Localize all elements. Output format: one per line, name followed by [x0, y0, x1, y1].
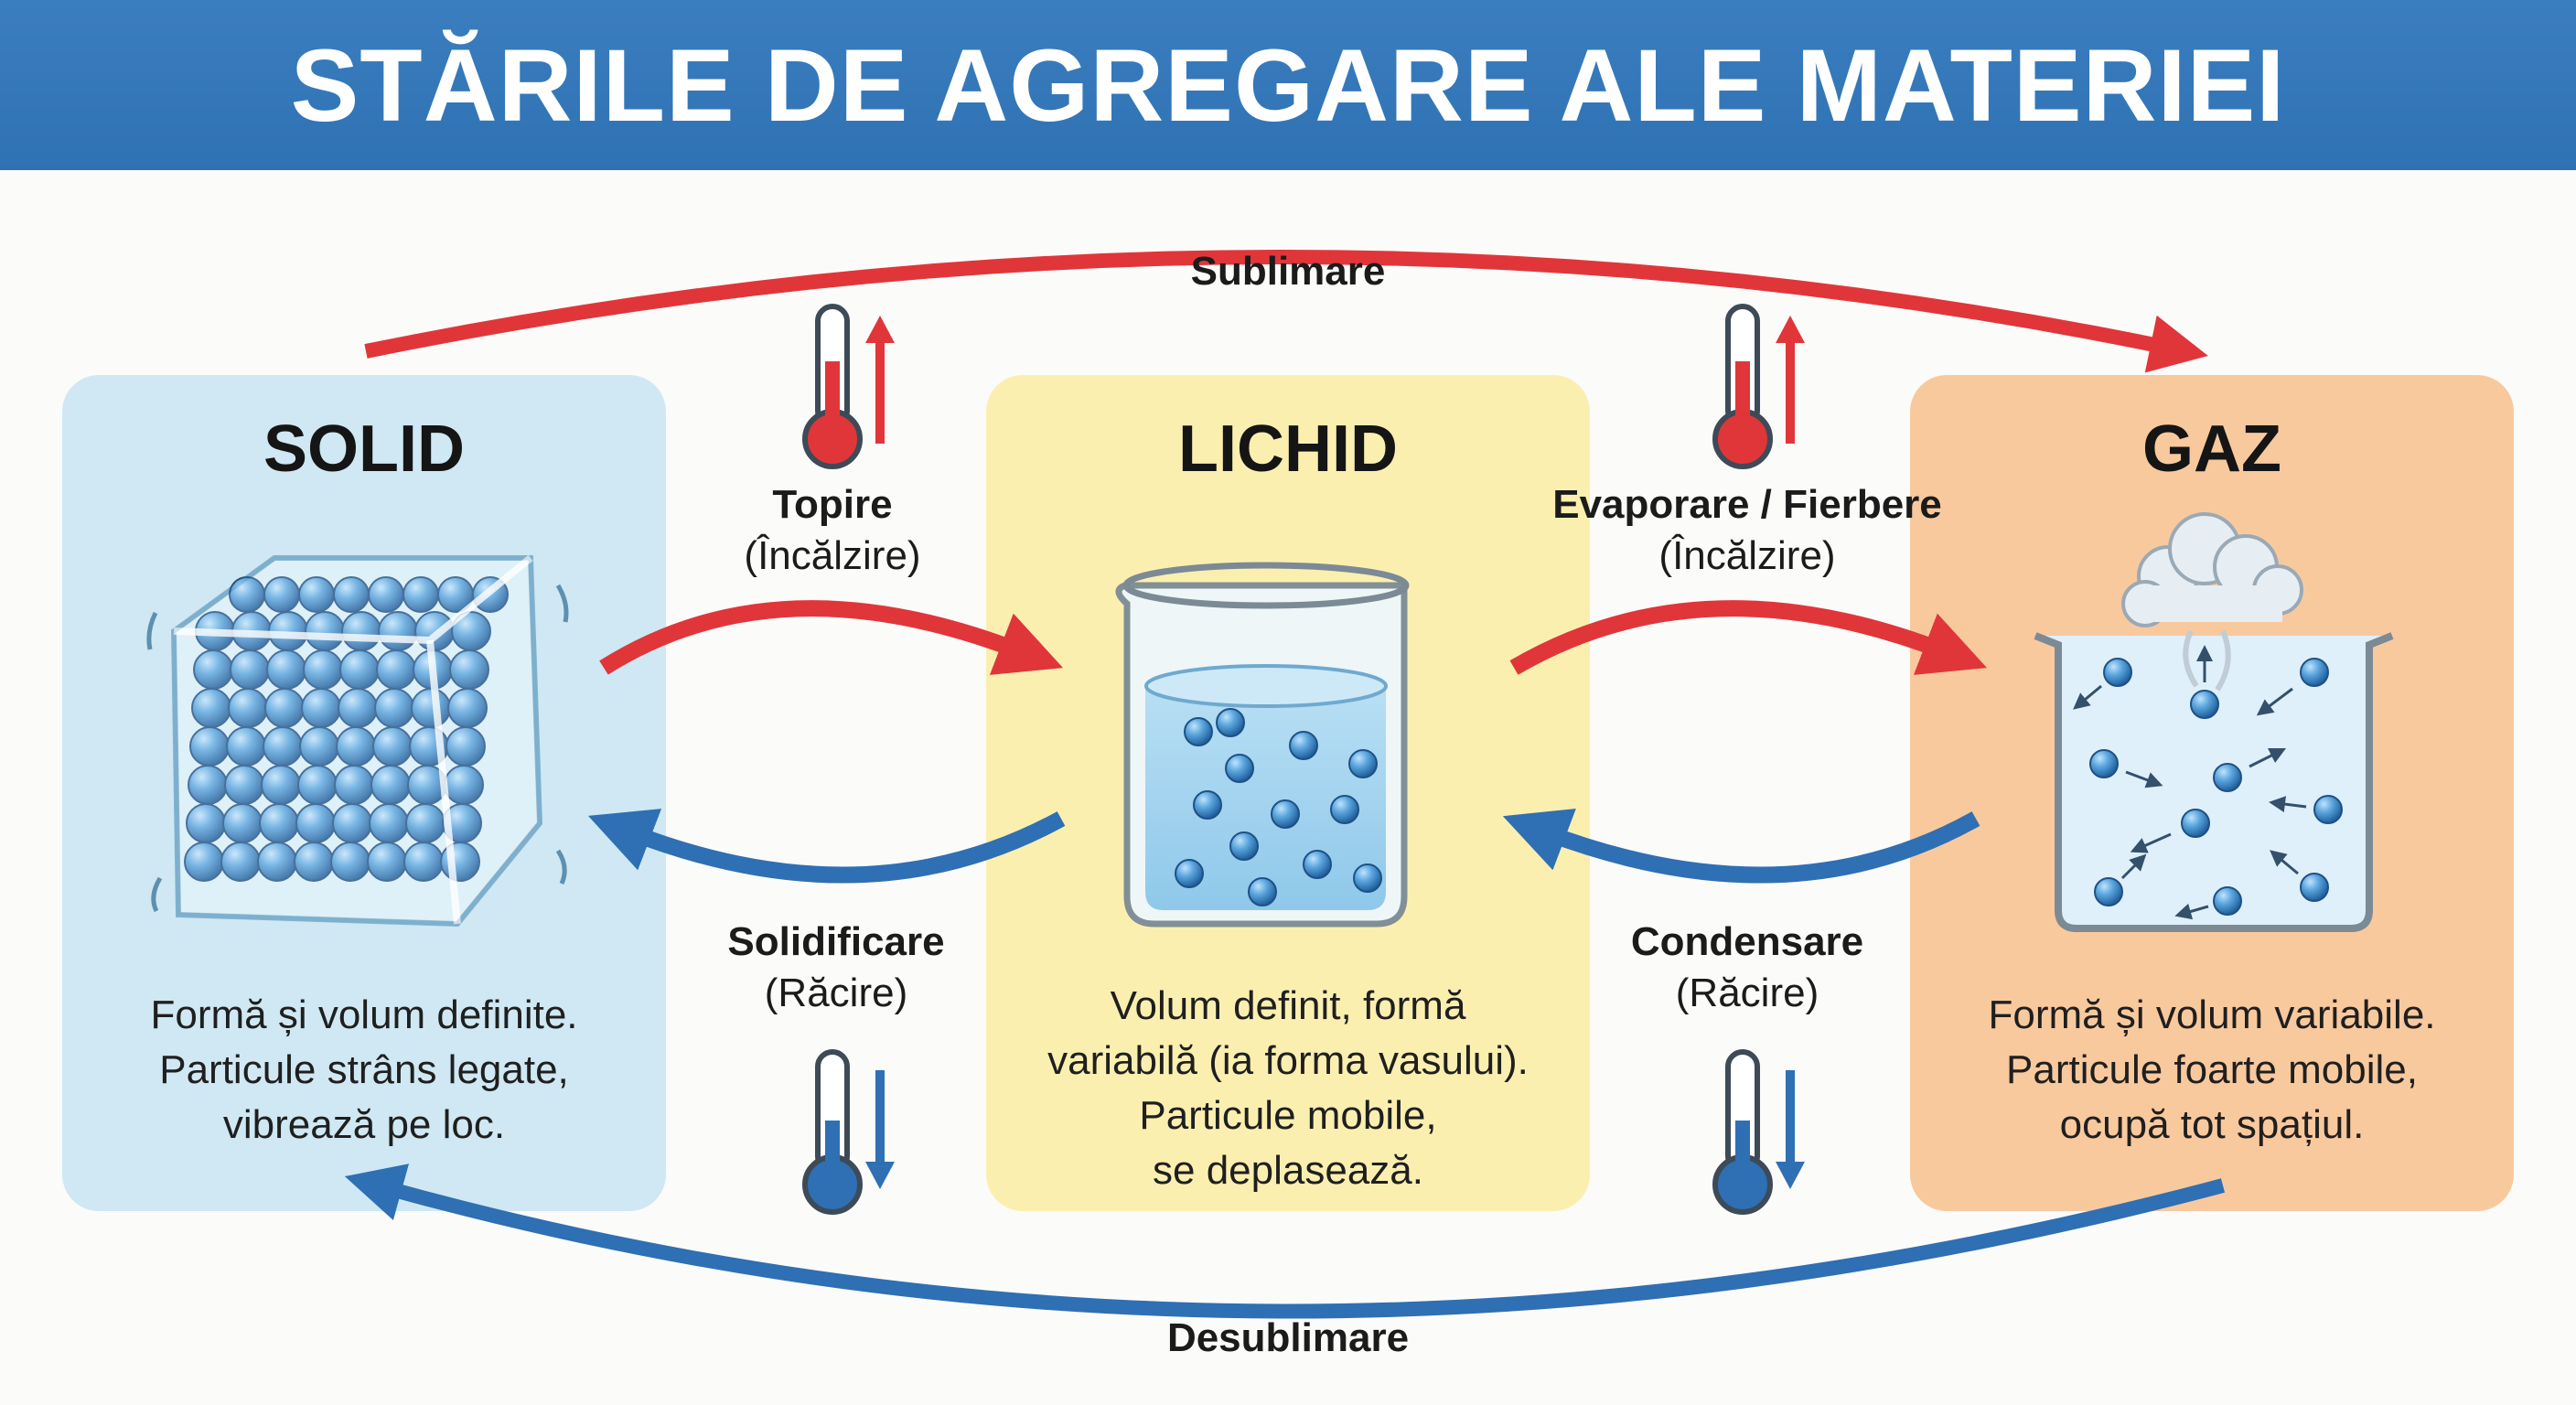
deposition-arrow [344, 1164, 2226, 1319]
solidification-label: Solidificare (Răcire) [653, 917, 1019, 1019]
liquid-description: Volum definit, formă variabilă (ia forma… [986, 979, 1590, 1198]
solid-description-line: Formă și volum definite. [150, 992, 578, 1037]
melting-arrow [599, 600, 1064, 675]
liquid-particle [1225, 754, 1254, 783]
motion-arrow [2174, 903, 2209, 920]
sublimation-label: Sublimare [1190, 249, 1386, 294]
solid-description-line: Particule strâns legate, [159, 1047, 569, 1092]
gas-particle [2103, 658, 2132, 687]
gas-particle [2213, 763, 2242, 792]
vaporization-label: Evaporare / Fierbere (Încălzire) [1509, 479, 1985, 582]
liquid-particle [1303, 850, 1332, 879]
gas-particle [2300, 873, 2329, 902]
motion-arrow [2270, 850, 2299, 875]
gas-particle [2213, 886, 2242, 916]
condensation-arrow [1502, 808, 1980, 884]
liquid-particle [1229, 831, 1259, 861]
liquid-title: LICHID [1178, 413, 1398, 486]
motion-arrow [2130, 832, 2172, 853]
sublimation-arrow [364, 250, 2208, 373]
gas-description: Formă și volum variabile. Particule foar… [1910, 988, 2514, 1153]
solidification-name: Solidificare [727, 919, 945, 964]
deposition-label: Desublimare [1166, 1315, 1410, 1360]
motion-arrow [2120, 853, 2147, 880]
vaporization-arrow [1509, 600, 1988, 675]
liquid-particle [1289, 731, 1318, 760]
motion-arrow [2125, 770, 2163, 788]
motion-arrow [2269, 796, 2307, 813]
motion-arrow [2249, 747, 2287, 768]
page-title: STĂRILE DE AGREGARE ALE MATERIEI [290, 27, 2286, 143]
gas-particle [2190, 690, 2219, 719]
thermometer-up-icon [802, 304, 895, 469]
liquid-particle [1353, 863, 1382, 893]
liquid-particle [1348, 749, 1378, 778]
liquid-particle [1271, 799, 1300, 829]
thermometer-down-icon [802, 1049, 895, 1215]
thermometer-up-icon [1712, 304, 1805, 469]
solid-panel: SOLID Formă și volum definite. Particule… [62, 375, 666, 1211]
beaker-icon [1115, 562, 1410, 928]
gas-description-line: Particule foarte mobile, [2006, 1047, 2418, 1092]
motion-arrow [2256, 687, 2293, 716]
liquid-particle [1193, 790, 1222, 820]
gas-particle [2089, 749, 2119, 778]
condensation-condition: (Răcire) [1675, 971, 1819, 1015]
gas-title: GAZ [2142, 413, 2281, 486]
liquid-description-line: variabilă (ia forma vasului). [1047, 1038, 1529, 1083]
liquid-particle [1248, 877, 1277, 906]
liquid-description-line: se deplasează. [1153, 1148, 1423, 1193]
solid-title: SOLID [263, 413, 465, 486]
liquid-particle [1175, 859, 1204, 888]
solidification-arrow [587, 809, 1066, 884]
thermometer-down-icon [1712, 1049, 1805, 1215]
liquid-description-line: Particule mobile, [1139, 1093, 1437, 1138]
liquid-particle [1184, 717, 1213, 746]
gas-description-line: Formă și volum variabile. [1988, 992, 2436, 1037]
solid-description: Formă și volum definite. Particule strân… [62, 988, 666, 1153]
liquid-panel: LICHID Volum definit, formă variabilă (i… [986, 375, 1590, 1211]
vaporization-condition: (Încălzire) [1658, 533, 1836, 578]
vaporization-name: Evaporare / Fierbere [1552, 482, 1942, 527]
ice-cube-icon [146, 554, 569, 928]
motion-arrow [2073, 684, 2102, 710]
liquid-particle [1330, 795, 1359, 824]
melting-name: Topire [772, 482, 893, 527]
melting-label: Topire (Încălzire) [649, 479, 1015, 582]
condensation-label: Condensare (Răcire) [1564, 917, 1930, 1019]
gas-description-line: ocupă tot spațiul. [2059, 1102, 2365, 1147]
title-bar: STĂRILE DE AGREGARE ALE MATERIEI [0, 0, 2576, 170]
gas-particle [2300, 658, 2329, 687]
solidification-condition: (Răcire) [764, 971, 908, 1015]
melting-condition: (Încălzire) [744, 533, 921, 578]
condensation-name: Condensare [1630, 919, 1864, 964]
gas-particle [2094, 877, 2123, 906]
solid-description-line: vibrează pe loc. [222, 1102, 506, 1147]
gas-particle [2181, 809, 2210, 838]
open-container-icon [2034, 512, 2394, 932]
steam-cloud-icon [2121, 512, 2303, 692]
liquid-description-line: Volum definit, formă [1110, 983, 1466, 1028]
liquid-particle [1216, 708, 1245, 737]
gas-particle [2313, 795, 2343, 824]
